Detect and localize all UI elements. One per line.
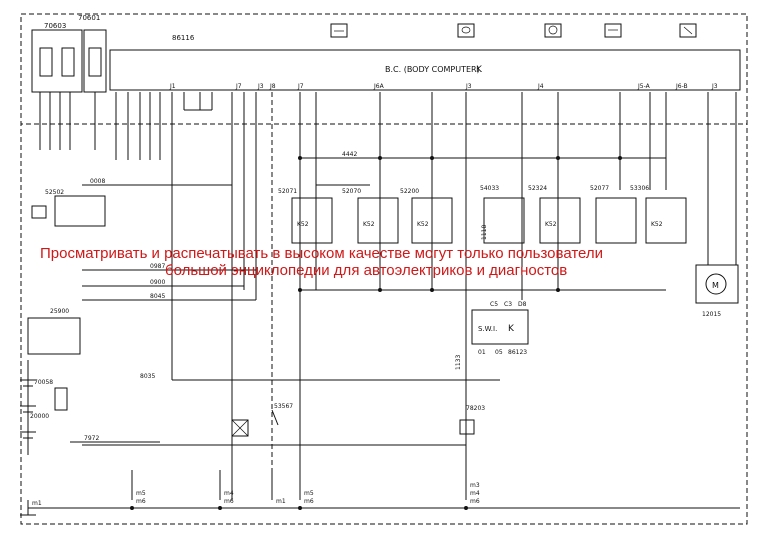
relay-52077: 52077 [590,185,637,244]
svg-text:52070: 52070 [342,188,361,195]
connector-labels: J1 J7 J3 J8 J7 J6A J3 J4 J5-A J6-B J3 [169,83,718,90]
svg-text:52071: 52071 [278,188,297,195]
svg-text:J3: J3 [465,83,472,90]
svg-text:m5: m5 [136,490,146,497]
horizontal-buses: 4442 8035 0008 0987 0900 8045 7972 [70,151,666,443]
relay-52070: 52070 K52 [342,188,399,244]
svg-text:52200: 52200 [400,188,419,195]
watermark-line-1: Просматривать и распечатывать в высоком … [40,245,603,262]
svg-text:m1: m1 [32,500,42,507]
headlamp-icon [457,23,475,38]
svg-text:K52: K52 [417,221,429,228]
svg-text:25900: 25900 [50,308,69,315]
relay-54033: 54033 [480,185,525,244]
relay-52200: 52200 K52 [400,188,453,244]
module-code: 86116 [172,34,195,42]
svg-text:4442: 4442 [342,151,357,158]
svg-text:J3: J3 [257,83,264,90]
svg-text:J7: J7 [235,83,242,90]
svg-text:K52: K52 [651,221,663,228]
gauge-icon [544,23,562,38]
motor-12015: M 12015 [695,264,739,318]
svg-text:52324: 52324 [528,185,547,192]
svg-text:S.W.I.: S.W.I. [478,325,497,333]
fuse-70058: 70058 [34,379,68,411]
relay-52324: 52324 K52 [528,185,581,244]
svg-text:J4: J4 [537,83,544,90]
svg-text:C3: C3 [504,301,512,308]
fog-lamp-icon [604,23,622,38]
svg-text:78203: 78203 [466,405,485,412]
svg-text:J1: J1 [169,83,176,90]
svg-text:m3: m3 [470,482,480,489]
svg-text:C5: C5 [490,301,498,308]
svg-text:8035: 8035 [140,373,155,380]
switch-78203: 78203 [459,405,485,435]
svg-text:0900: 0900 [150,279,165,286]
svg-text:53567: 53567 [274,403,293,410]
swi-module: S.W.I. K C5 C3 D8 01 05 86123 [471,301,529,356]
body-computer-boundary [20,13,748,125]
svg-text:m6: m6 [470,498,480,505]
svg-text:m5: m5 [304,490,314,497]
svg-text:J3: J3 [711,83,718,90]
svg-text:K52: K52 [363,221,375,228]
svg-text:K: K [508,324,515,334]
svg-text:52077: 52077 [590,185,609,192]
svg-text:J7: J7 [297,83,304,90]
svg-text:J8: J8 [269,83,276,90]
junction-dots [130,156,622,510]
switch-52502: 52502 [31,189,106,227]
svg-text:m1: m1 [276,498,286,505]
svg-text:m4: m4 [224,490,234,497]
svg-text:K52: K52 [297,221,309,228]
fuse-box-70601-label: 70601 [78,14,100,22]
svg-text:m4: m4 [470,490,480,497]
body-computer-title: B.C. (BODY COMPUTER) [385,65,480,74]
svg-text:53306: 53306 [630,185,649,192]
relay-25900: 25900 [27,308,81,355]
svg-text:M: M [712,281,719,290]
svg-text:K52: K52 [545,221,557,228]
battery-20000: 20000 [20,360,49,455]
warning-lamp-icon [330,23,348,38]
svg-text:86123: 86123 [508,349,527,356]
watermark-line-2: большой энциклопедии для автоэлектриков … [165,262,567,279]
svg-text:01: 01 [478,349,486,356]
fuse-box-70603-label: 70603 [44,22,66,30]
body-computer-symbol: K [476,65,483,75]
svg-text:54033: 54033 [480,185,499,192]
svg-text:J6A: J6A [373,83,385,90]
body-computer-block [109,49,741,91]
switch-53567: 53567 [231,403,293,437]
door-icon [679,23,697,38]
relay-52071: 52071 K52 [278,188,333,244]
svg-text:J5-A: J5-A [637,83,651,90]
relay-53306: 53306 K52 [630,185,687,244]
svg-text:D8: D8 [518,301,527,308]
svg-text:m6: m6 [304,498,314,505]
svg-text:m6: m6 [224,498,234,505]
vertical-wire-bundle [39,92,737,500]
svg-text:12015: 12015 [702,311,721,318]
svg-text:52502: 52502 [45,189,64,196]
svg-text:05: 05 [495,349,503,356]
svg-text:20000: 20000 [30,413,49,420]
svg-text:0008: 0008 [90,178,105,185]
svg-text:J6-B: J6-B [675,83,688,90]
svg-text:m6: m6 [136,498,146,505]
svg-text:0987: 0987 [150,263,165,270]
svg-text:70058: 70058 [34,379,53,386]
svg-text:8045: 8045 [150,293,165,300]
svg-text:1118: 1118 [481,225,488,240]
svg-text:7972: 7972 [84,435,99,442]
fuse-box-70603: 70603 [31,22,83,93]
svg-text:1133: 1133 [455,355,462,370]
